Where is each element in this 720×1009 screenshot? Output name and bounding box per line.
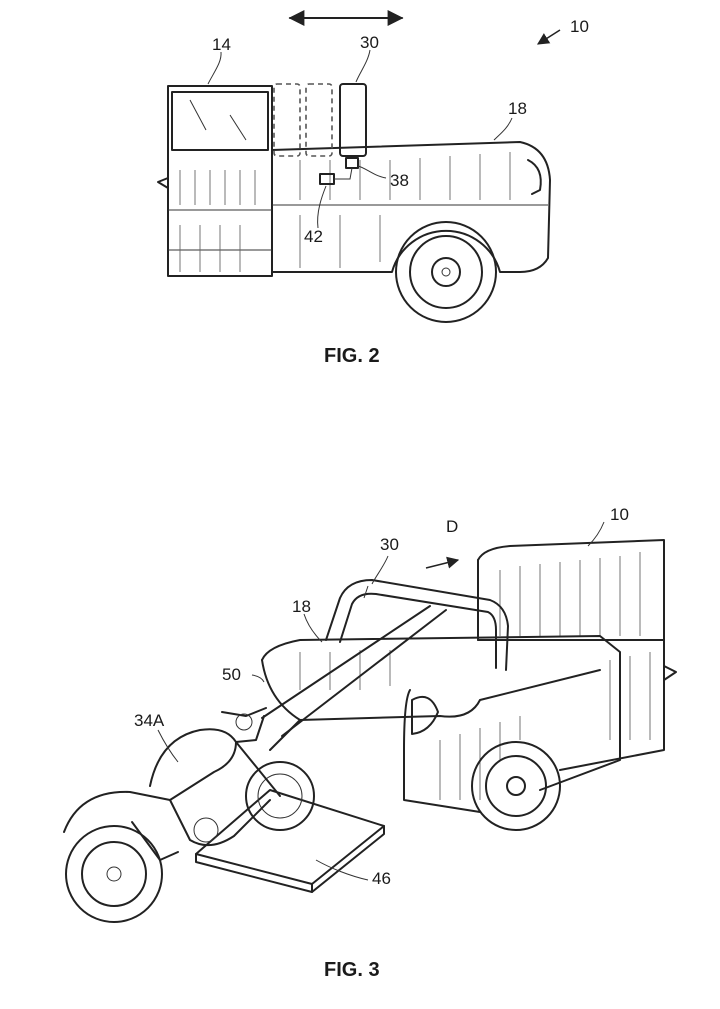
actuator-box [345, 157, 359, 169]
motorcycle [63, 707, 315, 923]
ref-label: 30 [360, 33, 379, 52]
ref-label: 18 [508, 99, 527, 118]
ref-label: 50 [222, 665, 241, 684]
truck-bed-outline [271, 141, 551, 323]
ref-label: D [446, 517, 458, 536]
figure-3: D 10 30 18 50 34A 46 FIG. 3 [63, 505, 677, 981]
headache-rack [273, 83, 367, 157]
ref-label: 46 [372, 869, 391, 888]
figure-2: 10 14 30 18 38 42 FIG. 2 [157, 10, 589, 367]
strap [261, 605, 431, 719]
ref-label: 10 [570, 17, 589, 36]
cab-outline [157, 85, 273, 277]
figure-caption: FIG. 3 [324, 959, 380, 981]
ref-label: 14 [212, 35, 231, 54]
ref-label: 18 [292, 597, 311, 616]
cab-outline [477, 539, 677, 771]
headache-rack [325, 579, 509, 671]
ref-label: 42 [304, 227, 323, 246]
ref-label: 34A [134, 711, 165, 730]
figure-caption: FIG. 2 [324, 345, 380, 367]
ref-label: 38 [390, 171, 409, 190]
controller-box [319, 173, 335, 185]
ref-label: 10 [610, 505, 629, 524]
strap [281, 609, 447, 737]
ref-label: 30 [380, 535, 399, 554]
truck-bed-outline [261, 635, 621, 831]
